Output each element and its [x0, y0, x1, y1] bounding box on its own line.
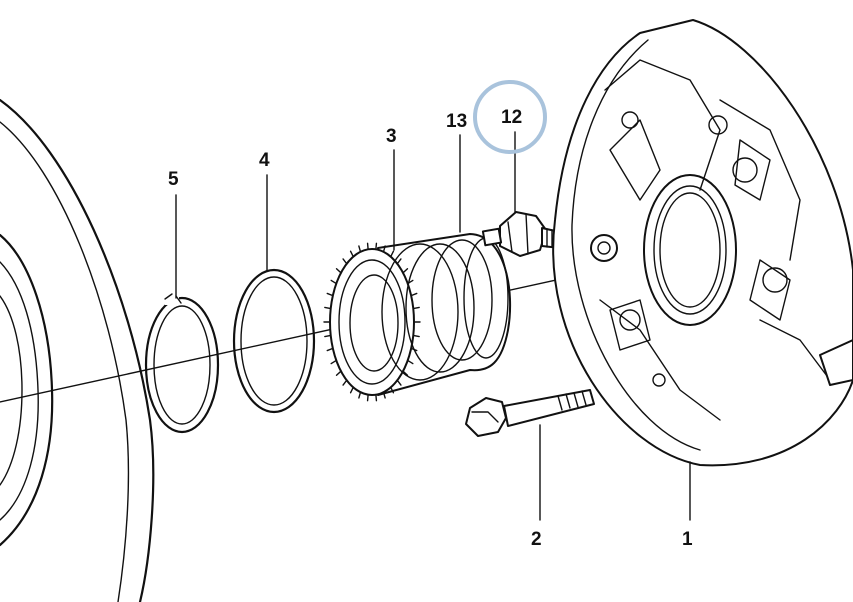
label-part-4: 4 — [259, 150, 270, 171]
gear-tooth — [335, 370, 342, 376]
gear-tooth — [330, 359, 337, 365]
gear-tooth — [402, 268, 409, 274]
gear-tooth — [358, 391, 362, 399]
label-part-2: 2 — [531, 529, 542, 550]
gear-tooth — [335, 268, 342, 274]
gear-tooth — [342, 258, 348, 265]
gear-tooth — [358, 245, 362, 253]
gear-tooth — [366, 242, 369, 251]
gear-tooth — [342, 379, 348, 386]
gear-tooth — [382, 391, 386, 399]
gear-tooth — [396, 379, 402, 386]
gear-tooth — [349, 250, 354, 258]
gear-tooth — [375, 242, 378, 251]
gear-tooth — [412, 334, 420, 338]
gear-tooth — [349, 386, 354, 394]
gear-tooth — [326, 347, 334, 352]
housing-left — [0, 98, 155, 602]
label-part-1: 1 — [682, 529, 693, 550]
gear-tooth — [390, 250, 395, 258]
gear-tooth — [396, 258, 402, 265]
gear-tooth — [330, 279, 337, 285]
gear-tooth — [324, 334, 332, 338]
leader-lines — [175, 131, 691, 521]
bolt-part-2[interactable] — [465, 389, 595, 437]
label-part-5: 5 — [168, 169, 179, 190]
label-part-3: 3 — [386, 126, 397, 147]
gear-tooth — [382, 245, 386, 253]
highlight-circle-12 — [473, 80, 547, 154]
gear-tooth — [326, 292, 334, 297]
gear-tooth — [402, 370, 409, 376]
gear-assembly-part-3[interactable] — [323, 233, 512, 402]
o-ring-part-4[interactable] — [232, 268, 316, 414]
label-part-13: 13 — [446, 111, 467, 132]
gear-tooth — [407, 359, 414, 365]
gear-tooth — [412, 306, 420, 310]
gear-tooth — [366, 393, 369, 402]
pump-cover-part-1[interactable] — [552, 19, 853, 467]
gear-tooth — [324, 306, 332, 310]
gear-tooth — [375, 393, 378, 402]
sensor-plug-part-12[interactable] — [481, 211, 561, 257]
gear-tooth — [410, 292, 418, 297]
label-part-12: 12 — [501, 107, 522, 128]
gear-tooth — [390, 386, 395, 394]
